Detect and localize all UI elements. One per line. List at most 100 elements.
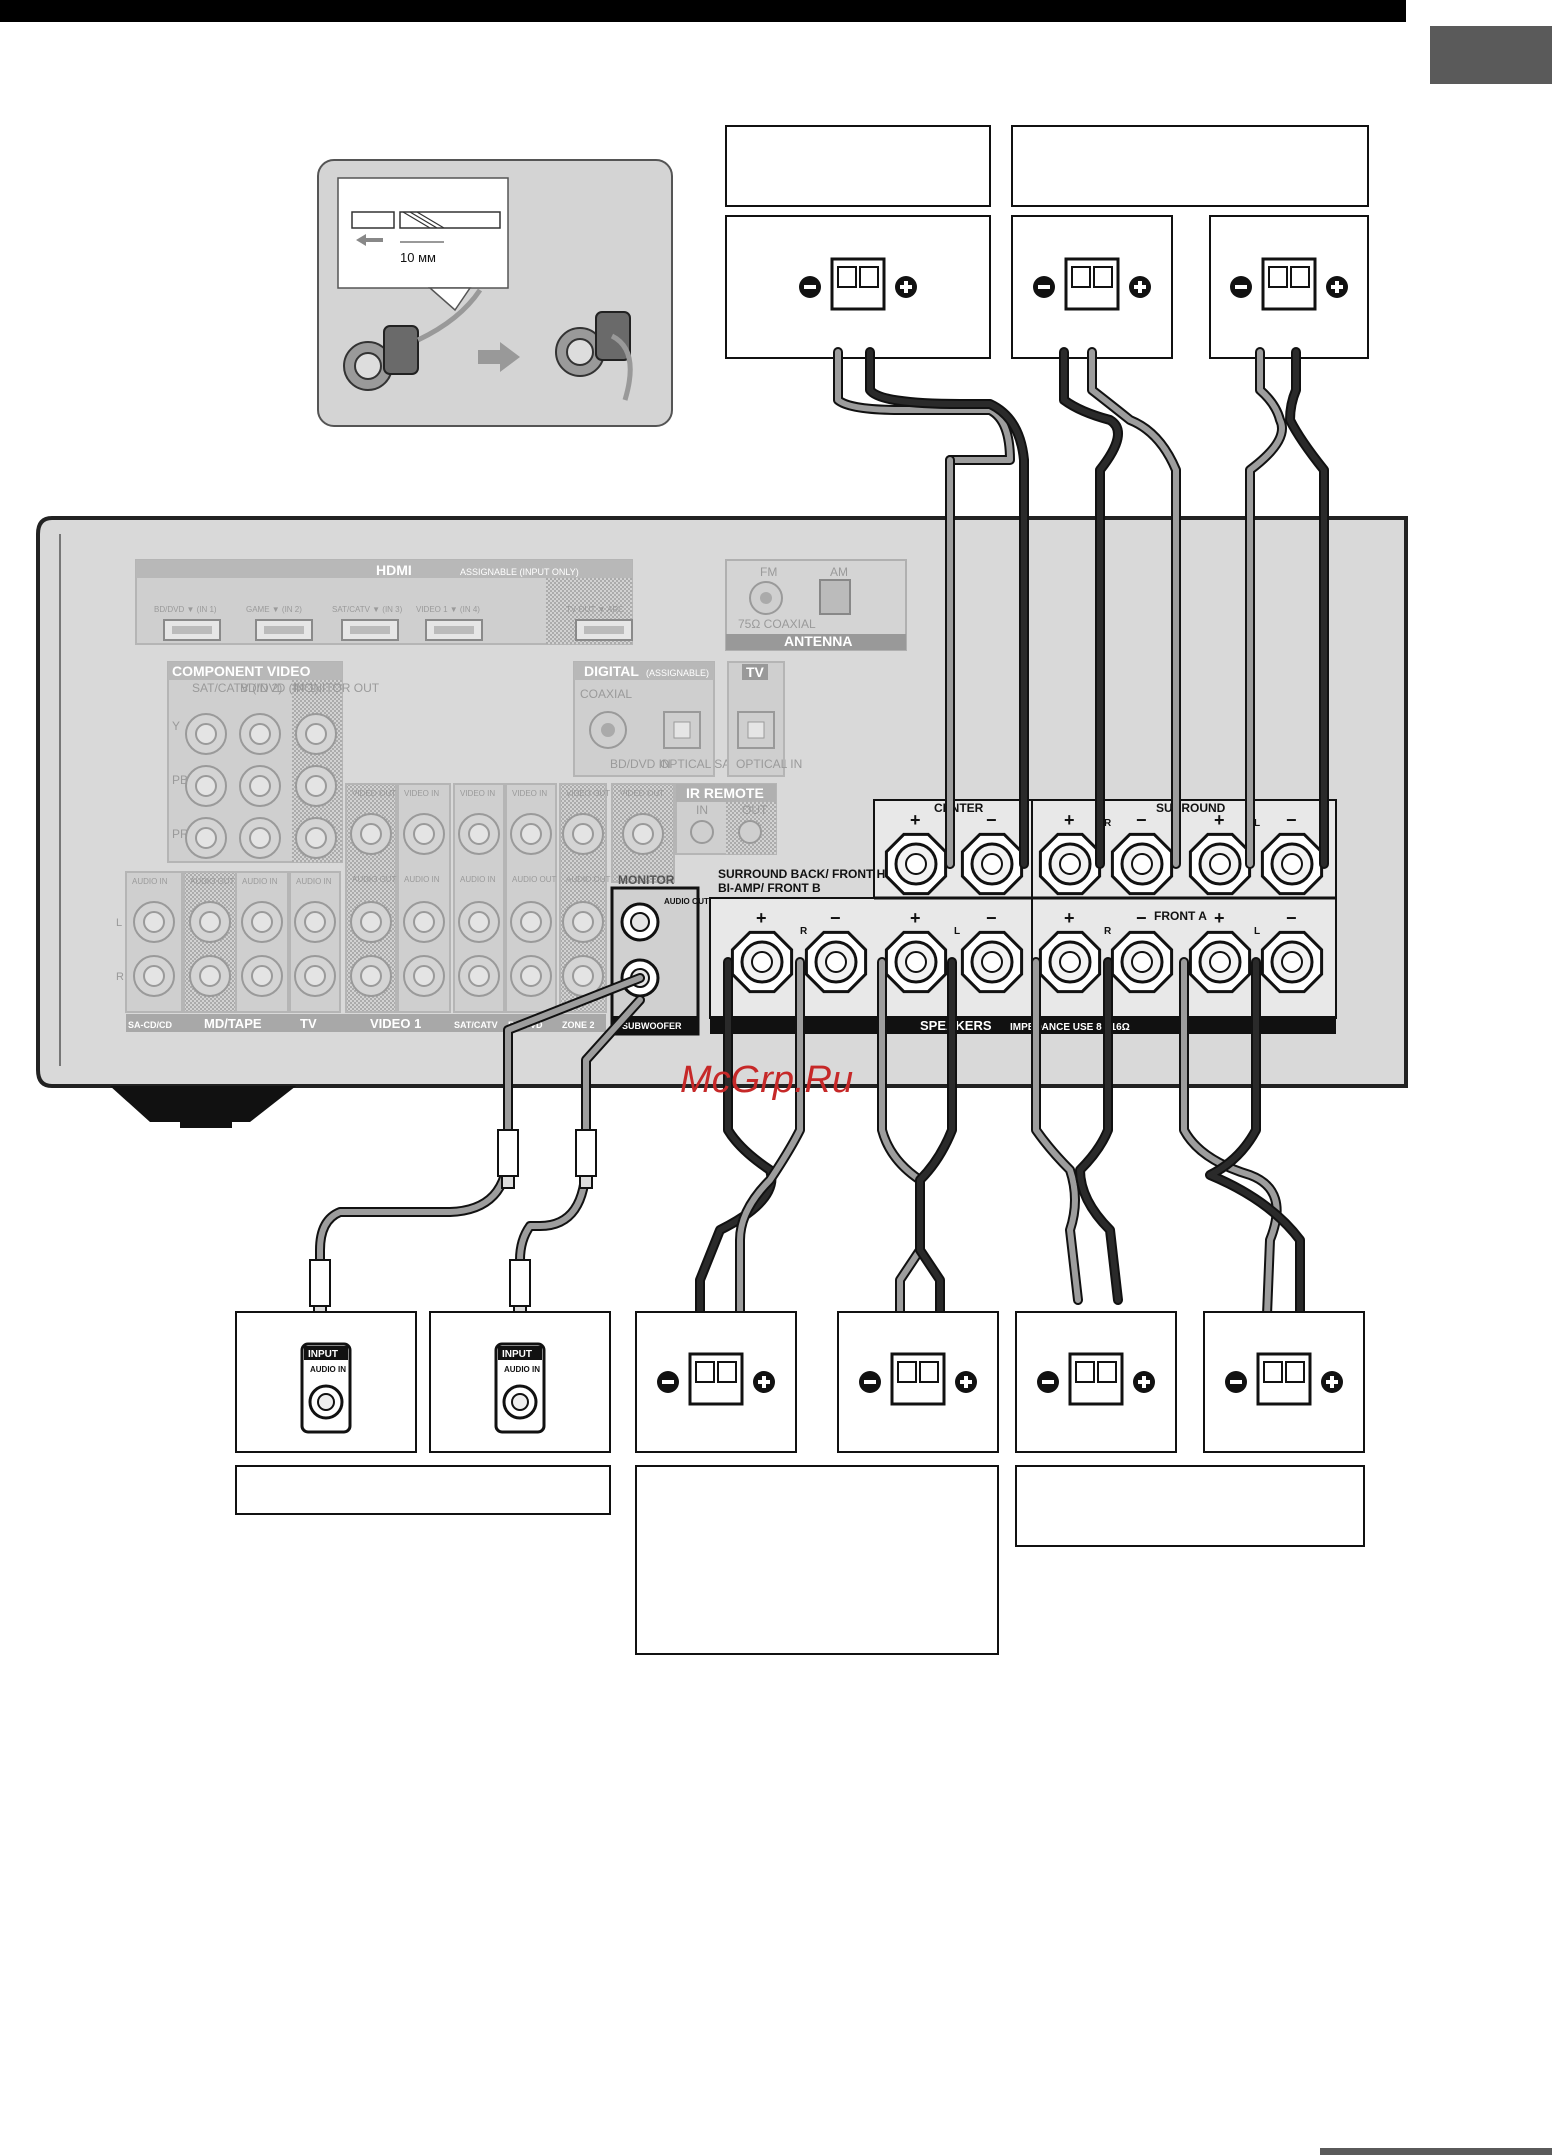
component-video-jack[interactable] (185, 713, 227, 755)
audio-jack-r[interactable] (294, 955, 336, 997)
speaker-binding-post[interactable] (1068, 1352, 1124, 1406)
component-video-jack[interactable] (239, 817, 281, 859)
antenna-title: ANTENNA (784, 633, 852, 649)
speaker-terminal-top-4[interactable] (1110, 832, 1174, 896)
optical-sat-jack[interactable] (663, 711, 701, 749)
speaker-terminal-top-5[interactable] (1188, 832, 1252, 896)
speaker-terminal-bottom-5[interactable] (1038, 930, 1102, 994)
video-jack[interactable] (510, 813, 552, 855)
plus-icon (1133, 1371, 1155, 1393)
audio-jack-r[interactable] (403, 955, 445, 997)
component-video-jack[interactable] (239, 765, 281, 807)
speaker-terminal-top-3[interactable] (1038, 832, 1102, 896)
optical-tv-jack[interactable] (737, 711, 775, 749)
audio-jack-l[interactable] (189, 901, 231, 943)
plus-icon (1321, 1371, 1343, 1393)
hdmi-port-3[interactable] (341, 619, 399, 641)
audio-jack-l[interactable] (294, 901, 336, 943)
speaker-terminal-bottom-7[interactable] (1188, 930, 1252, 994)
audio-jack-l[interactable] (133, 901, 175, 943)
component-video-jack[interactable] (295, 765, 337, 807)
video-jack[interactable] (403, 813, 445, 855)
strip-length-label: 10 мм (400, 250, 436, 265)
sub-input-label: INPUT (502, 1349, 532, 1360)
channel-label: R (1104, 926, 1112, 937)
video-jack[interactable] (562, 813, 604, 855)
polarity-label: − (830, 908, 841, 928)
plus-icon (955, 1371, 977, 1393)
component-video-row-pr: PR (172, 827, 189, 841)
audio-jack-l[interactable] (562, 901, 604, 943)
channel-label: L (954, 926, 960, 937)
bottom-section-label: MD/TAPE (204, 1016, 262, 1031)
polarity-label: + (1064, 810, 1075, 830)
audio-jack-r[interactable] (458, 955, 500, 997)
component-video-jack[interactable] (239, 713, 281, 755)
speaker-binding-post[interactable] (830, 257, 886, 311)
audio-jack-r[interactable] (189, 955, 231, 997)
sub-input-jack[interactable] (308, 1384, 344, 1420)
audio-jack-r[interactable] (350, 955, 392, 997)
sub-input-jack[interactable] (502, 1384, 538, 1420)
speaker-terminal-bottom-3[interactable] (884, 930, 948, 994)
component-video-jack[interactable] (295, 817, 337, 859)
antenna-fm: FM (760, 565, 777, 579)
speaker-terminal-bottom-8[interactable] (1260, 930, 1324, 994)
speaker-binding-post[interactable] (1261, 257, 1317, 311)
sub-audio-in-label: AUDIO IN (310, 1365, 346, 1374)
video-jack[interactable] (350, 813, 392, 855)
polarity-label: + (910, 908, 921, 928)
cable-front-r-a (1031, 957, 1083, 1305)
audio-jack-l[interactable] (350, 901, 392, 943)
plus-icon (753, 1371, 775, 1393)
arrow-right-icon (478, 342, 520, 372)
audio-label: AUDIO OUT (566, 875, 611, 884)
component-video-jack[interactable] (185, 817, 227, 859)
video-jack[interactable] (458, 813, 500, 855)
component-video-col-1: SAT/CATV (IN 2) (192, 681, 282, 695)
audio-jack-r[interactable] (510, 955, 552, 997)
speaker-binding-post[interactable] (1064, 257, 1120, 311)
hdmi-port-4[interactable] (425, 619, 483, 641)
audio-jack-l[interactable] (510, 901, 552, 943)
label-box-surround-back (635, 1465, 999, 1655)
rca-plug (309, 1259, 331, 1319)
audio-jack-r[interactable] (133, 955, 175, 997)
speaker-terminal-top-1[interactable] (884, 832, 948, 896)
speaker-terminal-bottom-2[interactable] (804, 930, 868, 994)
bottom-section-label: SAT/CATV (454, 1020, 498, 1030)
monitor-video-jack[interactable] (622, 813, 664, 855)
speaker-terminal-top-6[interactable] (1260, 832, 1324, 896)
audio-jack-r[interactable] (241, 955, 283, 997)
audio-jack-l[interactable] (458, 901, 500, 943)
speaker-terminal-top-2[interactable] (960, 832, 1024, 896)
audio-label: AUDIO IN (460, 875, 496, 884)
footer-tab (1320, 2148, 1552, 2155)
receiver-rear-panel: HDMI ASSIGNABLE (INPUT ONLY) BD/DVD ▼ (I… (36, 516, 1408, 1128)
speaker-center (725, 215, 991, 359)
audio-jack-l[interactable] (241, 901, 283, 943)
speaker-terminal-bottom-6[interactable] (1110, 930, 1174, 994)
ir-out-jack[interactable] (738, 820, 762, 844)
cable-front-l-b (1205, 957, 1305, 1345)
cable-surround-l-b (1285, 347, 1329, 869)
speaker-binding-post[interactable] (890, 1352, 946, 1406)
hdmi-port-1[interactable] (163, 619, 221, 641)
hdmi-port-5[interactable] (575, 619, 633, 641)
speaker-binding-post[interactable] (688, 1352, 744, 1406)
audio-jack-l[interactable] (403, 901, 445, 943)
speaker-terminal-bottom-1[interactable] (730, 930, 794, 994)
speaker-binding-post[interactable] (1256, 1352, 1312, 1406)
ir-in-jack[interactable] (690, 820, 714, 844)
rca-plug (575, 1129, 597, 1189)
speaker-terminal-bottom-4[interactable] (960, 930, 1024, 994)
component-video-jack[interactable] (295, 713, 337, 755)
am-antenna-terminal[interactable] (819, 579, 851, 615)
component-video-jack[interactable] (185, 765, 227, 807)
speakers-bi-amp: BI-AMP/ FRONT B (718, 881, 821, 895)
bottom-section-label: TV (300, 1016, 317, 1031)
audio-label: AUDIO IN (242, 877, 278, 886)
hdmi-port-2[interactable] (255, 619, 313, 641)
